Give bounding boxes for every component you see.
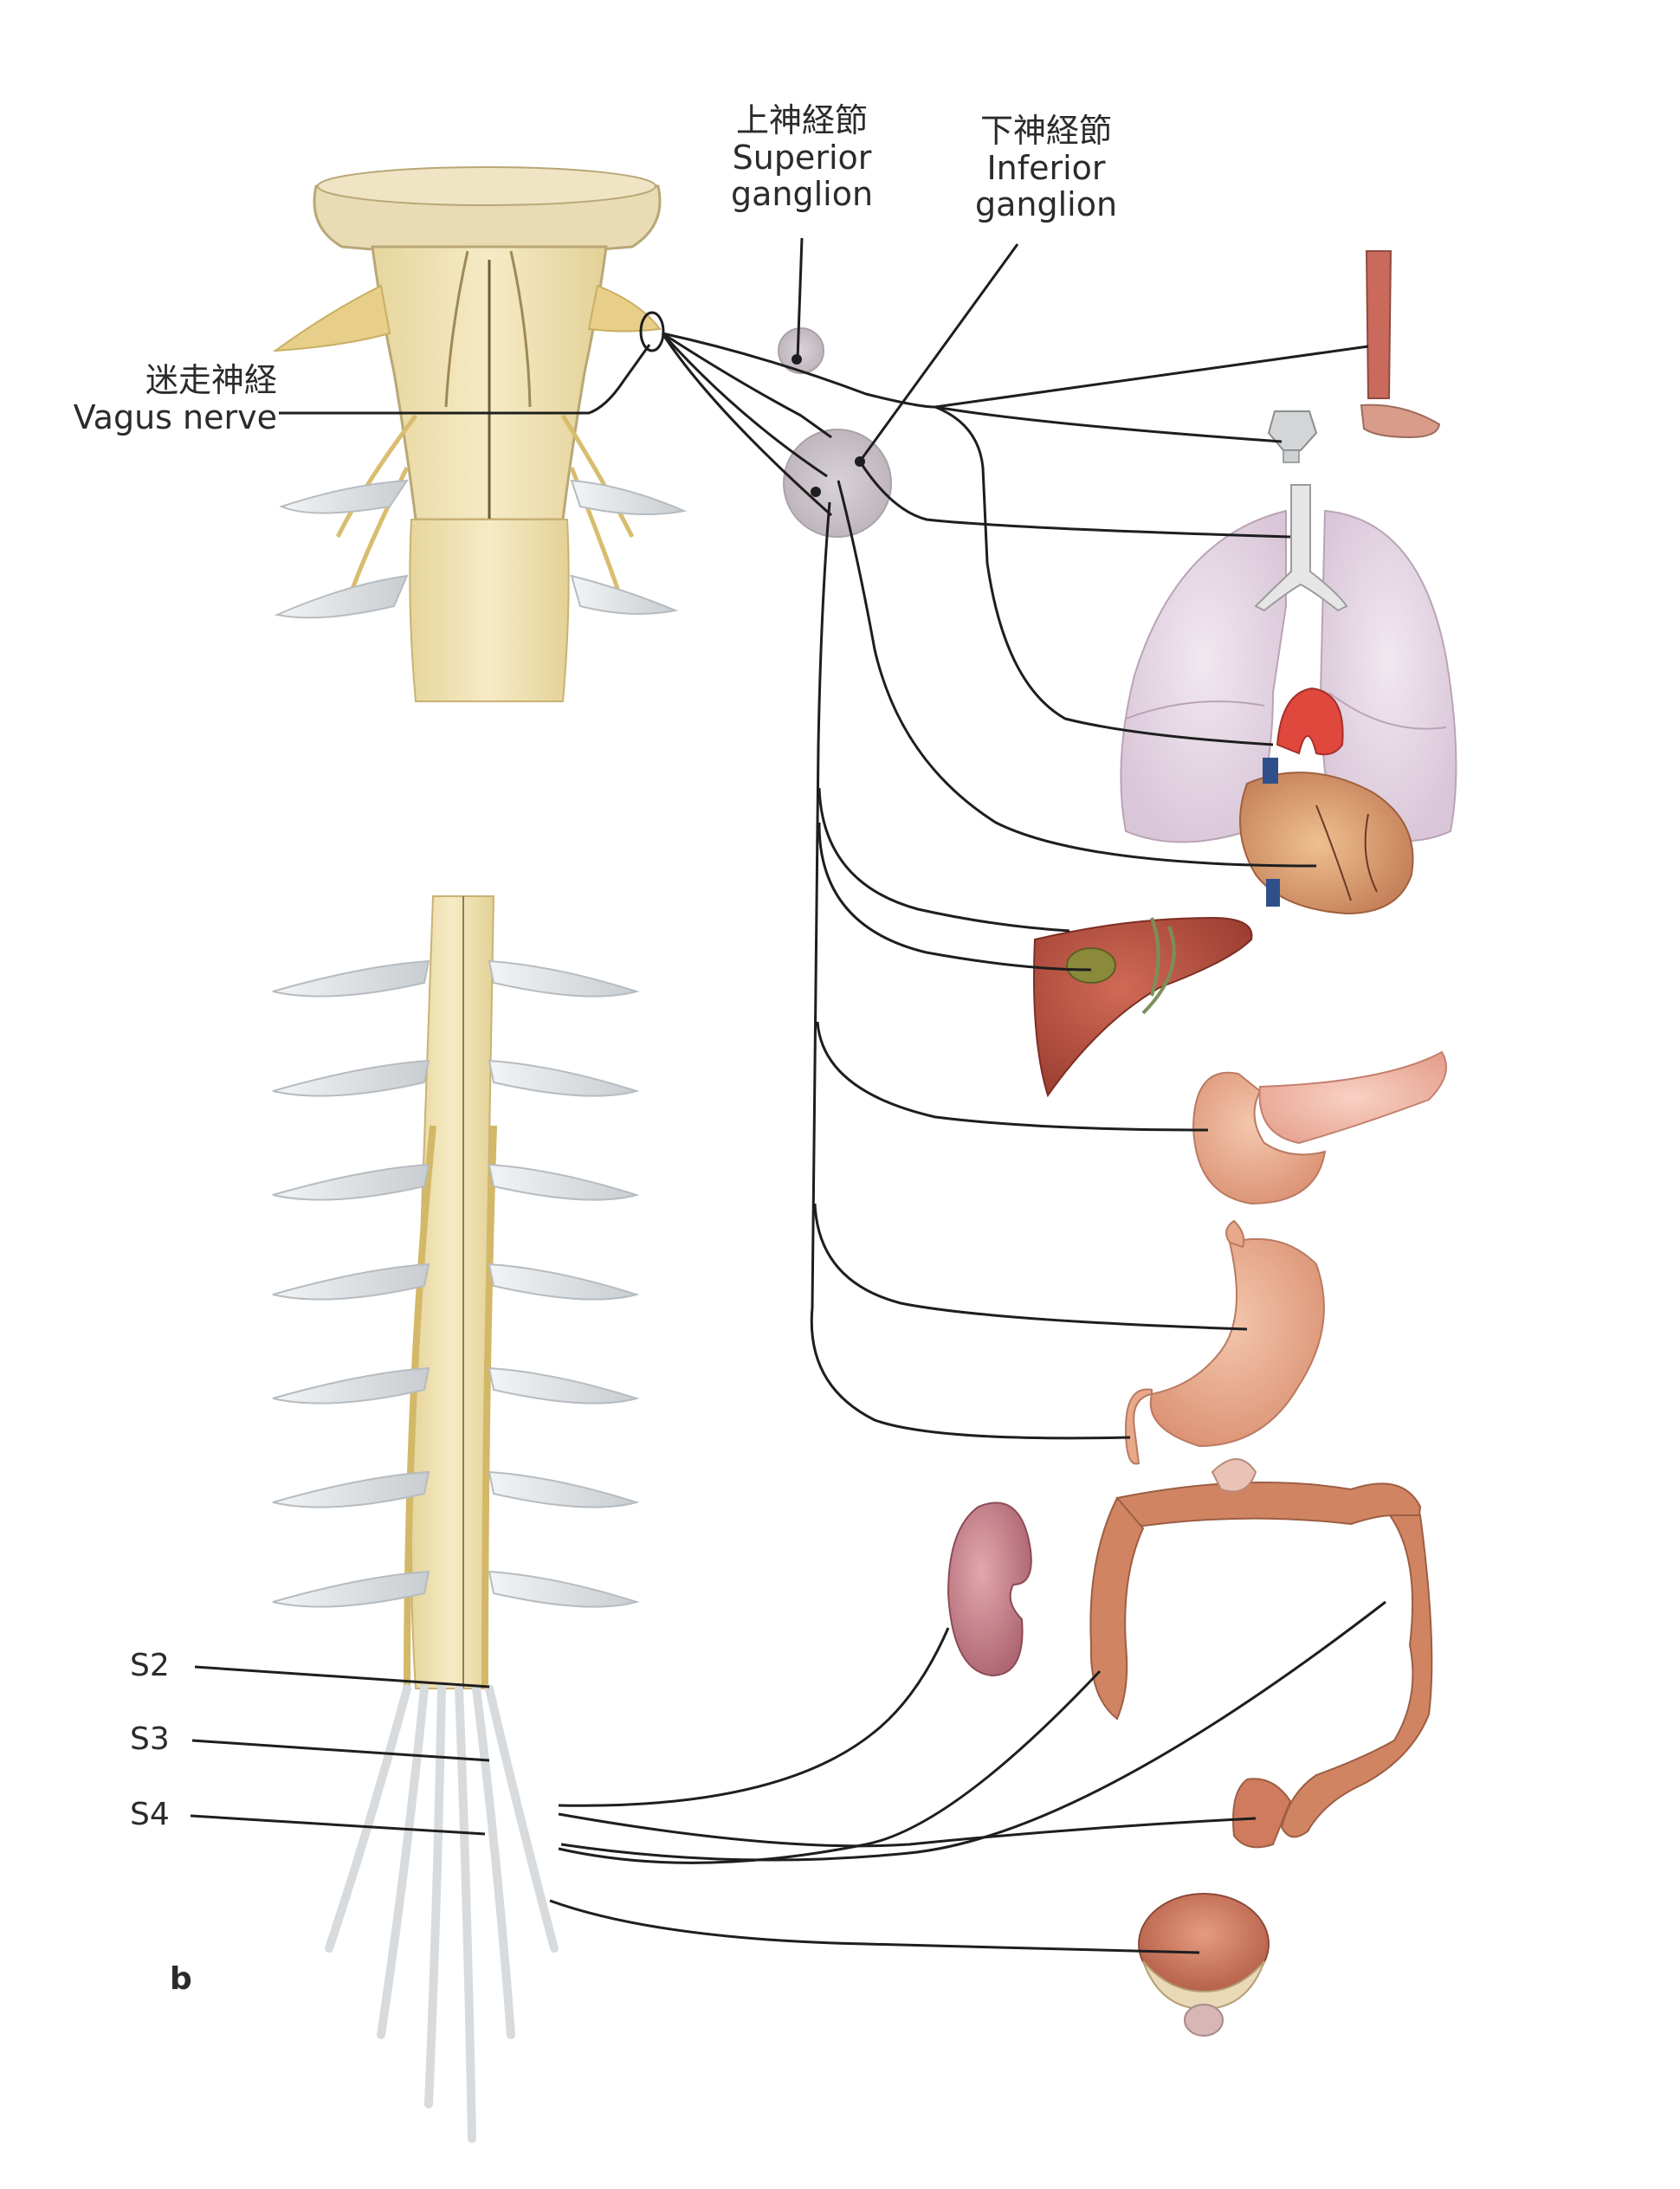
s3-label: S3 (130, 1721, 170, 1757)
inferior-ganglion-label-en-2: ganglion (974, 185, 1118, 224)
superior-ganglion (778, 327, 824, 374)
inferior-ganglion-label: 下神経節 Inferior ganglion (975, 113, 1117, 223)
spinal-nerve-roots (272, 959, 640, 1608)
stomach (1124, 1219, 1325, 1465)
bladder (1138, 1893, 1270, 2037)
label-leader-lines (279, 237, 1019, 460)
superior-ganglion-label: 上神経節 Superior ganglion (731, 102, 873, 213)
spinal-nerve-root-right (488, 1163, 640, 1201)
larynx (1267, 410, 1318, 463)
vagus-nerve-branches (661, 332, 1369, 1440)
colon (1089, 1458, 1433, 1849)
spinal-nerve-root-left (272, 1262, 430, 1301)
s4-label: S4 (130, 1797, 170, 1832)
figure-letter: b (170, 1961, 192, 1997)
pancreas (1192, 1050, 1447, 1205)
kidney (947, 1501, 1032, 1677)
spinal-nerve-root-right (488, 1262, 640, 1301)
pelvic-splanchnic-nerves (190, 1600, 1386, 1954)
spinal-nerve-root-right (488, 959, 640, 998)
superior-ganglion-label-ja: 上神経節 (735, 101, 868, 139)
spinal-nerve-root-left (272, 1163, 430, 1201)
spinal-nerve-root-left (272, 1366, 430, 1404)
inferior-ganglion-label-ja: 下神経節 (979, 112, 1112, 150)
spinal-nerve-root-left (272, 959, 430, 998)
spinal-nerve-root-right (488, 1366, 640, 1404)
spinal-nerve-root-left (272, 1470, 430, 1508)
spinal-nerve-root-right (488, 1570, 640, 1608)
spinal-cord (325, 895, 559, 2143)
liver (1033, 916, 1253, 1098)
superior-ganglion-label-en-2: ganglion (730, 175, 874, 214)
esophagus (1360, 250, 1441, 439)
spinal-nerve-root-left (272, 1570, 430, 1608)
s2-label: S2 (130, 1648, 170, 1683)
vagus-nerve-label: 迷走神経 Vagus nerve (52, 362, 277, 436)
brainstem (272, 166, 688, 702)
superior-ganglion-label-en-1: Superior (732, 138, 872, 177)
lungs (1120, 484, 1457, 843)
vagus-nerve-label-ja: 迷走神経 (145, 361, 277, 399)
vagus-nerve-label-en: Vagus nerve (73, 397, 277, 436)
spinal-nerve-root-right (488, 1059, 640, 1097)
heart (1239, 687, 1414, 915)
spinal-nerve-root-right (488, 1470, 640, 1508)
spinal-nerve-root-left (272, 1059, 430, 1097)
inferior-ganglion-label-en-1: Inferior (986, 148, 1106, 187)
